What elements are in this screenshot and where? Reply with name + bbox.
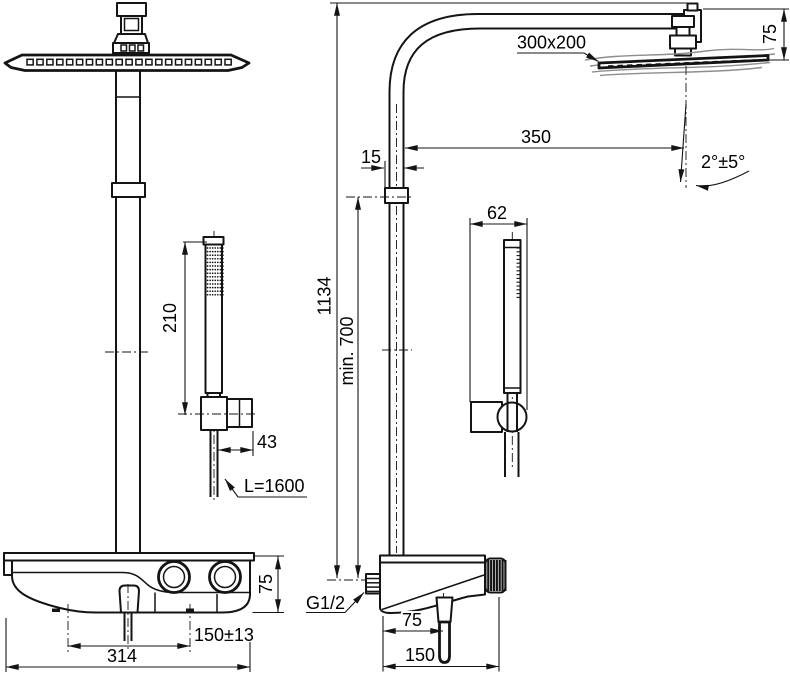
riser-pipe-front xyxy=(105,70,151,553)
dim-hose-length: L=1600 xyxy=(244,476,305,496)
mixer-side xyxy=(365,554,507,664)
dim-pipe-offset: 15 xyxy=(361,147,381,167)
wall-bracket xyxy=(384,187,409,204)
front-view: 210 43 L=1600 150±13 314 75 xyxy=(3,2,307,672)
g12-nipple xyxy=(365,573,381,595)
dim-hand-shower-length: 210 xyxy=(160,303,180,333)
dim-spout-offset: 75 xyxy=(402,610,422,630)
left-knob xyxy=(157,560,191,594)
hand-shower-side xyxy=(470,232,528,477)
right-knob xyxy=(208,560,242,594)
spray-ticks xyxy=(516,247,521,298)
dim-head-tilt: 2°±5° xyxy=(701,152,745,172)
knurl-stripes xyxy=(487,560,507,591)
spout-side xyxy=(435,596,454,623)
mixer-front xyxy=(3,552,255,650)
side-view: 1134 min. 700 15 350 300x200 75 2°±5° 62… xyxy=(304,2,789,672)
spout-front xyxy=(118,584,140,614)
ceiling-mount-front xyxy=(112,2,150,54)
dim-min-clearance: min. 700 xyxy=(337,316,357,385)
spray-face-dots xyxy=(206,247,224,296)
head-arm-end xyxy=(669,2,702,57)
nozzle-row xyxy=(26,58,232,66)
thread-hatch xyxy=(367,577,379,593)
rain-shower-head-front xyxy=(3,53,251,72)
dim-body-height: 75 xyxy=(256,574,276,594)
dim-head-reach: 350 xyxy=(521,127,551,147)
dim-head-size: 300x200 xyxy=(517,33,586,53)
dim-inlet-thread: G1/2 xyxy=(306,593,345,613)
side-dimensions: 1134 min. 700 15 350 300x200 75 2°±5° 62… xyxy=(304,2,789,672)
dim-riser-height: 1134 xyxy=(315,277,335,316)
front-dimensions: 210 43 L=1600 150±13 314 75 xyxy=(5,241,307,672)
dim-connection-spacing: 150±13 xyxy=(194,625,254,645)
dim-holder-offset: 43 xyxy=(257,432,277,452)
shower-holder-front xyxy=(200,396,253,431)
rain-shower-head-side xyxy=(584,47,776,188)
dim-body-depth: 150 xyxy=(405,645,435,665)
holder-pivot xyxy=(496,401,528,433)
riser-pipe-side xyxy=(346,13,684,556)
spout-hose xyxy=(438,620,451,664)
dim-body-width: 314 xyxy=(107,646,137,666)
hand-shower-front xyxy=(202,231,225,502)
shower-hose-front xyxy=(209,430,219,497)
dim-hand-shower-depth: 62 xyxy=(487,203,507,223)
dim-head-height: 75 xyxy=(760,24,780,44)
